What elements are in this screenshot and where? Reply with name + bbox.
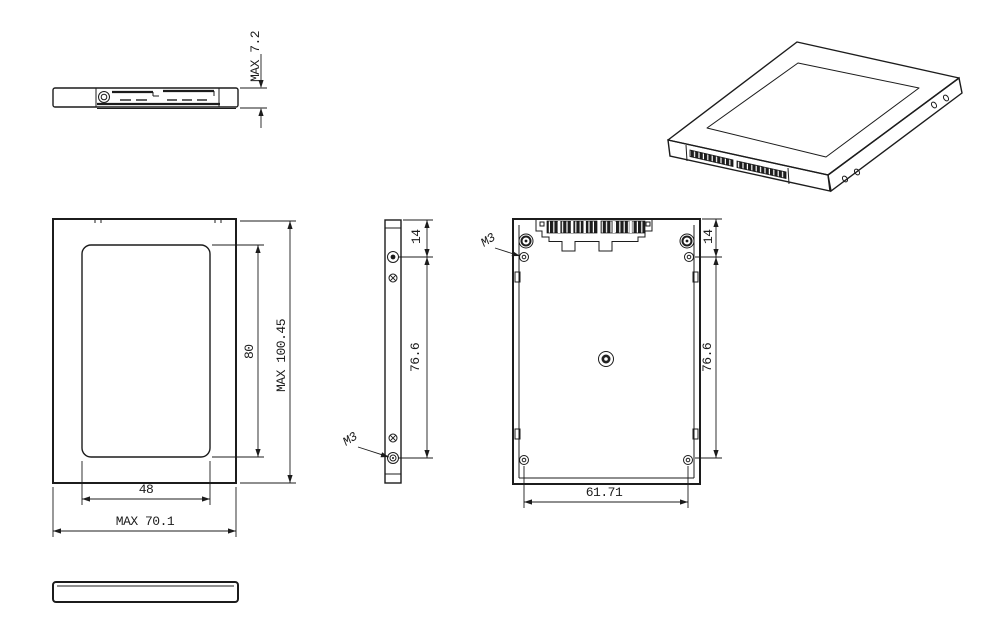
- dimension-label-length: 80: [212, 244, 264, 458]
- dimension-max-width: MAX 70.1: [52, 487, 237, 537]
- bottom-mount-holes: [519, 252, 694, 465]
- bottom-view: M3 14 76.6 61.71: [479, 218, 722, 508]
- dim-label-label-length: 80: [242, 344, 257, 359]
- dimension-max-length: MAX 100.45: [240, 220, 296, 484]
- dim-label-bottom-hole-spacing: 61.71: [586, 485, 623, 500]
- dim-label-bottom-hole-offset: 14: [701, 229, 716, 244]
- dimension-side-hole-span: 76.6: [399, 257, 433, 459]
- sata-connector-profile: [97, 89, 236, 109]
- side-profile-view: 14 76.6 M3: [341, 219, 433, 484]
- sata-connector-isometric: [689, 149, 787, 179]
- bottom-standoffs: [518, 233, 695, 249]
- dimension-bottom-hole-spacing: 61.71: [523, 466, 689, 508]
- dimension-bottom-hole-offset: 14: [695, 218, 722, 258]
- dim-label-bottom-hole-span: 76.6: [700, 343, 715, 372]
- blank-side-view: [52, 581, 239, 603]
- label-area: [81, 244, 211, 458]
- top-view: 80 MAX 100.45 48 MAX 70.1: [52, 218, 296, 537]
- dimension-bottom-hole-span: 76.6: [695, 257, 722, 459]
- dim-label-bottom-thread: M3: [479, 230, 499, 250]
- dimension-label-width: 48: [81, 461, 211, 505]
- dim-label-label-width: 48: [139, 482, 154, 497]
- dim-label-max-length: MAX 100.45: [274, 319, 289, 392]
- side-thread-callout: M3: [341, 429, 390, 458]
- side-mount-holes-isometric: [841, 94, 950, 183]
- sata-connector-bottom: [535, 220, 653, 252]
- center-screw: [598, 351, 614, 367]
- dim-label-max-height: MAX 7.2: [248, 31, 263, 82]
- side-mount-holes: [387, 251, 399, 464]
- dim-label-side-hole-offset: 14: [409, 229, 424, 244]
- dimension-max-height: MAX 7.2: [240, 31, 267, 128]
- connector-screw-boss: [98, 91, 110, 103]
- dimension-side-hole-offset: 14: [399, 219, 433, 258]
- dim-label-side-thread: M3: [341, 429, 361, 449]
- label-recess: [706, 62, 920, 158]
- dim-label-side-hole-span: 76.6: [408, 343, 423, 372]
- dim-label-max-width: MAX 70.1: [116, 514, 175, 529]
- connector-edge-view: MAX 7.2: [52, 31, 267, 128]
- isometric-view: [667, 41, 963, 193]
